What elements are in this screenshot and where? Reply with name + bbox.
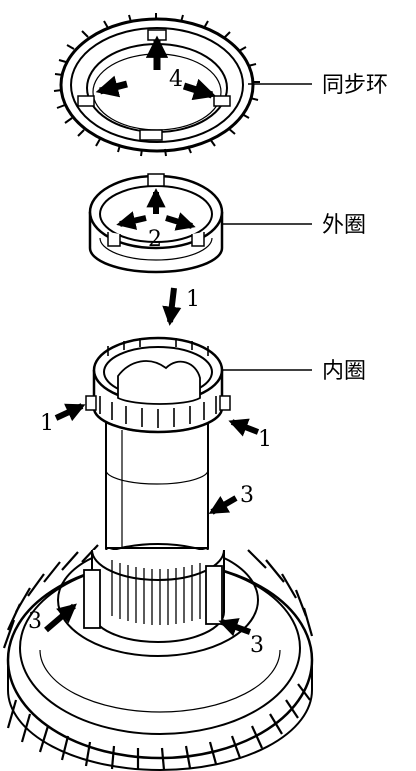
label-outer-ring: 外圈 [322, 213, 366, 238]
synchronizer-ring: 4 同步环 [53, 13, 388, 157]
label-inner-ring: 内圈 [322, 359, 366, 384]
step-number-1-right: 1 [258, 427, 272, 452]
step-number-3-right: 3 [240, 483, 254, 508]
step-number-1-top: 1 [186, 287, 200, 312]
step-number-4: 4 [169, 67, 183, 92]
step-number-1-left: 1 [40, 411, 54, 436]
inner-ring: 内圈 [85, 336, 366, 434]
label-synchronizer-ring: 同步环 [322, 73, 388, 98]
shaft [105, 417, 209, 563]
step-number-3-low-right: 3 [250, 633, 264, 658]
outer-ring: 2 外圈 [88, 173, 366, 274]
gear [2, 543, 314, 771]
step-number-3-low-left: 3 [28, 609, 42, 634]
step-number-2: 2 [148, 227, 162, 252]
